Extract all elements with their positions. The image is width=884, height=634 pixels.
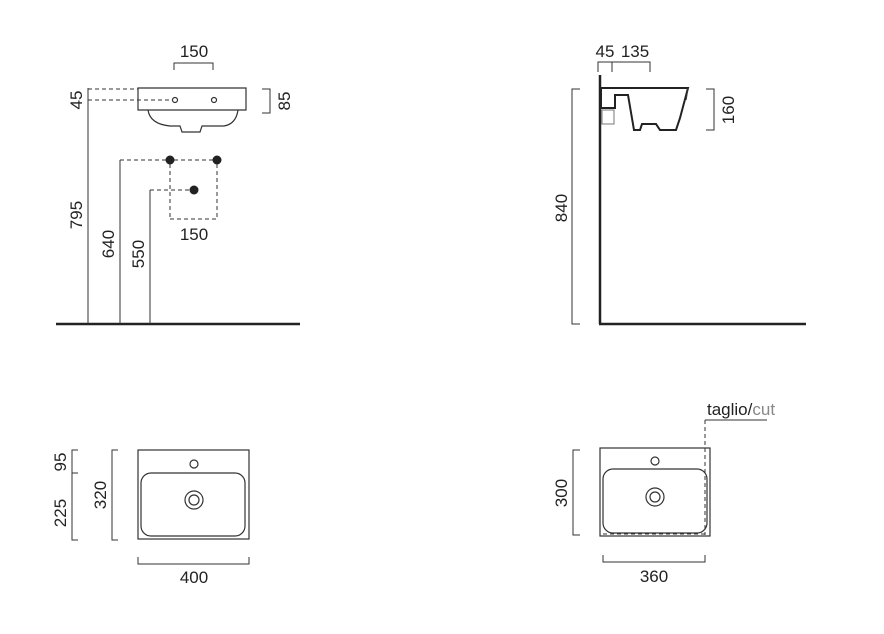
supply-height-label: 640 bbox=[99, 230, 118, 258]
plan-view: 95 225 320 400 bbox=[51, 450, 249, 587]
total-depth-label: 320 bbox=[91, 481, 110, 509]
drain-height-label: 550 bbox=[129, 240, 148, 268]
wall-offset-label: 45 bbox=[596, 42, 615, 61]
hole-depth-label: 135 bbox=[621, 42, 649, 61]
side-rim-height-label: 840 bbox=[552, 194, 571, 222]
cut-depth-dimline bbox=[573, 450, 580, 535]
cut-label: taglio/cut bbox=[707, 400, 775, 419]
plan-total-dimline bbox=[112, 450, 118, 540]
basin-height-label: 85 bbox=[275, 92, 294, 111]
water-supply-left-icon bbox=[166, 156, 175, 165]
top-width-label: 150 bbox=[180, 42, 208, 61]
overflow-hole-left bbox=[173, 98, 178, 103]
plan-left-dimline bbox=[72, 450, 78, 540]
water-supply-right-icon bbox=[213, 156, 222, 165]
wall-offset-dimline bbox=[598, 62, 650, 72]
top-offset-label: 45 bbox=[67, 91, 86, 110]
plan-width-label: 400 bbox=[180, 568, 208, 587]
basin-rim bbox=[138, 88, 246, 110]
side-view: 45 135 160 840 bbox=[552, 42, 806, 324]
tap-hole-icon bbox=[190, 460, 198, 468]
cut-view: taglio/cut 300 360 bbox=[552, 400, 775, 586]
supply-spacing-label: 150 bbox=[180, 225, 208, 244]
cut-bowl bbox=[603, 469, 707, 533]
top-width-dimline bbox=[174, 63, 213, 70]
drain-outer-icon bbox=[185, 491, 203, 509]
plan-width-dimline bbox=[138, 557, 249, 564]
cut-drain-outer-icon bbox=[646, 488, 664, 506]
cut-width-label: 360 bbox=[640, 567, 668, 586]
overflow-hole-right bbox=[212, 98, 217, 103]
cut-label-main: taglio/ bbox=[707, 400, 753, 419]
cut-drain-inner-icon bbox=[650, 492, 660, 502]
wall-bracket bbox=[602, 110, 614, 124]
cut-depth-label: 300 bbox=[552, 479, 571, 507]
bowl-depth-label: 225 bbox=[51, 499, 70, 527]
cut-label-alt: cut bbox=[752, 400, 775, 419]
cut-width-dimline bbox=[603, 555, 705, 562]
basin-bowl bbox=[148, 110, 238, 132]
drain-inner-icon bbox=[189, 495, 199, 505]
side-rim-height-dimline bbox=[572, 89, 580, 324]
front-view: 150 45 85 795 640 550 150 bbox=[56, 42, 300, 324]
drain-outlet-icon bbox=[190, 186, 199, 195]
basin-depth-label: 160 bbox=[719, 96, 738, 124]
basin-depth-dimline bbox=[706, 89, 714, 130]
rim-height-label: 795 bbox=[67, 201, 86, 229]
tap-offset-label: 95 bbox=[51, 453, 70, 472]
cut-tap-hole-icon bbox=[651, 457, 659, 465]
basin-height-dimline bbox=[262, 89, 270, 113]
